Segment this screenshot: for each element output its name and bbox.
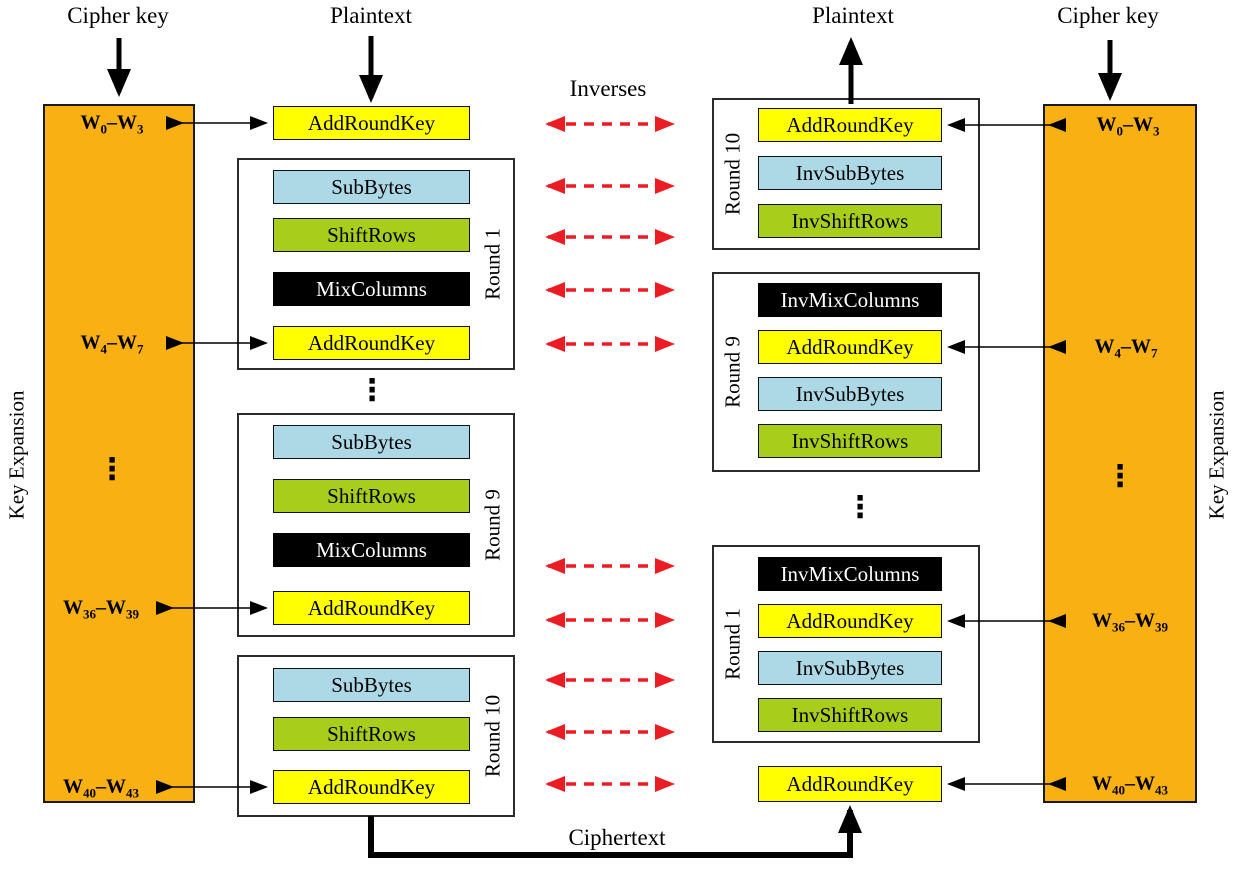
encrypt-round1-addroundkey: AddRoundKey [273, 326, 470, 360]
encrypt-initial-addroundkey: AddRoundKey [273, 106, 470, 140]
decrypt-column-ellipsis: ⋮ [845, 490, 875, 525]
encrypt-round9-shiftrows: ShiftRows [273, 479, 470, 513]
encrypt-round1-shiftrows: ShiftRows [273, 218, 470, 252]
decrypt-round1-invsubbytes: InvSubBytes [758, 651, 942, 685]
decrypt-round9-invsubbytes: InvSubBytes [758, 377, 942, 411]
key-words-w40-w43-right: W40–W43 [1092, 772, 1168, 798]
encrypt-round10-shiftrows: ShiftRows [273, 717, 470, 751]
plaintext-label-right: Plaintext [812, 3, 894, 28]
key-expansion-label-right: Key Expansion [1204, 390, 1229, 520]
decrypt-round10-invshiftrows: InvShiftRows [758, 204, 942, 238]
cipher-key-label-left: Cipher key [67, 3, 169, 28]
encrypt-round9-subbytes: SubBytes [273, 425, 470, 459]
decrypt-round1-addroundkey: AddRoundKey [758, 604, 942, 638]
decrypt-round10-invsubbytes: InvSubBytes [758, 156, 942, 190]
decrypt-round10-label: Round 10 [720, 132, 745, 216]
left-bar-ellipsis: ⋮ [97, 452, 127, 487]
decrypt-round10-addroundkey: AddRoundKey [758, 108, 942, 142]
decrypt-round9-invshiftrows: InvShiftRows [758, 424, 942, 458]
encrypt-round9-label: Round 9 [480, 489, 505, 561]
encrypt-round10-addroundkey: AddRoundKey [273, 770, 470, 804]
key-words-w36-w39-right: W36–W39 [1092, 609, 1168, 635]
key-expansion-bar-left [43, 104, 195, 803]
decrypt-round1-invshiftrows: InvShiftRows [758, 698, 942, 732]
encrypt-round9-addroundkey: AddRoundKey [273, 591, 470, 625]
encrypt-round1-subbytes: SubBytes [273, 170, 470, 204]
encrypt-column-ellipsis: ⋮ [357, 373, 387, 408]
key-words-w4-w7-left: W4–W7 [80, 331, 144, 357]
key-words-w0-w3-left: W0–W3 [80, 111, 144, 137]
encrypt-round1-mixcolumns: MixColumns [273, 272, 470, 306]
decrypt-round9-addroundkey: AddRoundKey [758, 330, 942, 364]
key-expansion-bar-right [1043, 104, 1197, 803]
decrypt-round9-invmixcolumns: InvMixColumns [758, 283, 942, 317]
key-words-w4-w7-right: W4–W7 [1094, 335, 1158, 361]
encrypt-round9-mixcolumns: MixColumns [273, 533, 470, 567]
encrypt-round10-subbytes: SubBytes [273, 668, 470, 702]
inverse-arrows [545, 116, 675, 792]
cipher-key-label-right: Cipher key [1057, 3, 1159, 28]
inverses-label: Inverses [569, 76, 647, 101]
key-words-w0-w3-right: W0–W3 [1096, 113, 1160, 139]
key-words-w40-w43-left: W40–W43 [63, 775, 139, 801]
encrypt-round1-label: Round 1 [480, 228, 505, 300]
plaintext-label-left: Plaintext [330, 3, 412, 28]
encrypt-round10-label: Round 10 [480, 694, 505, 778]
decrypt-round1-label: Round 1 [720, 608, 745, 680]
decrypt-round1-invmixcolumns: InvMixColumns [758, 557, 942, 591]
key-expansion-label-left: Key Expansion [4, 390, 29, 520]
ciphertext-label: Ciphertext [568, 825, 666, 850]
decrypt-round9-label: Round 9 [720, 336, 745, 408]
key-words-w36-w39-left: W36–W39 [63, 596, 139, 622]
right-bar-ellipsis: ⋮ [1105, 459, 1135, 494]
decrypt-final-addroundkey: AddRoundKey [758, 766, 942, 802]
